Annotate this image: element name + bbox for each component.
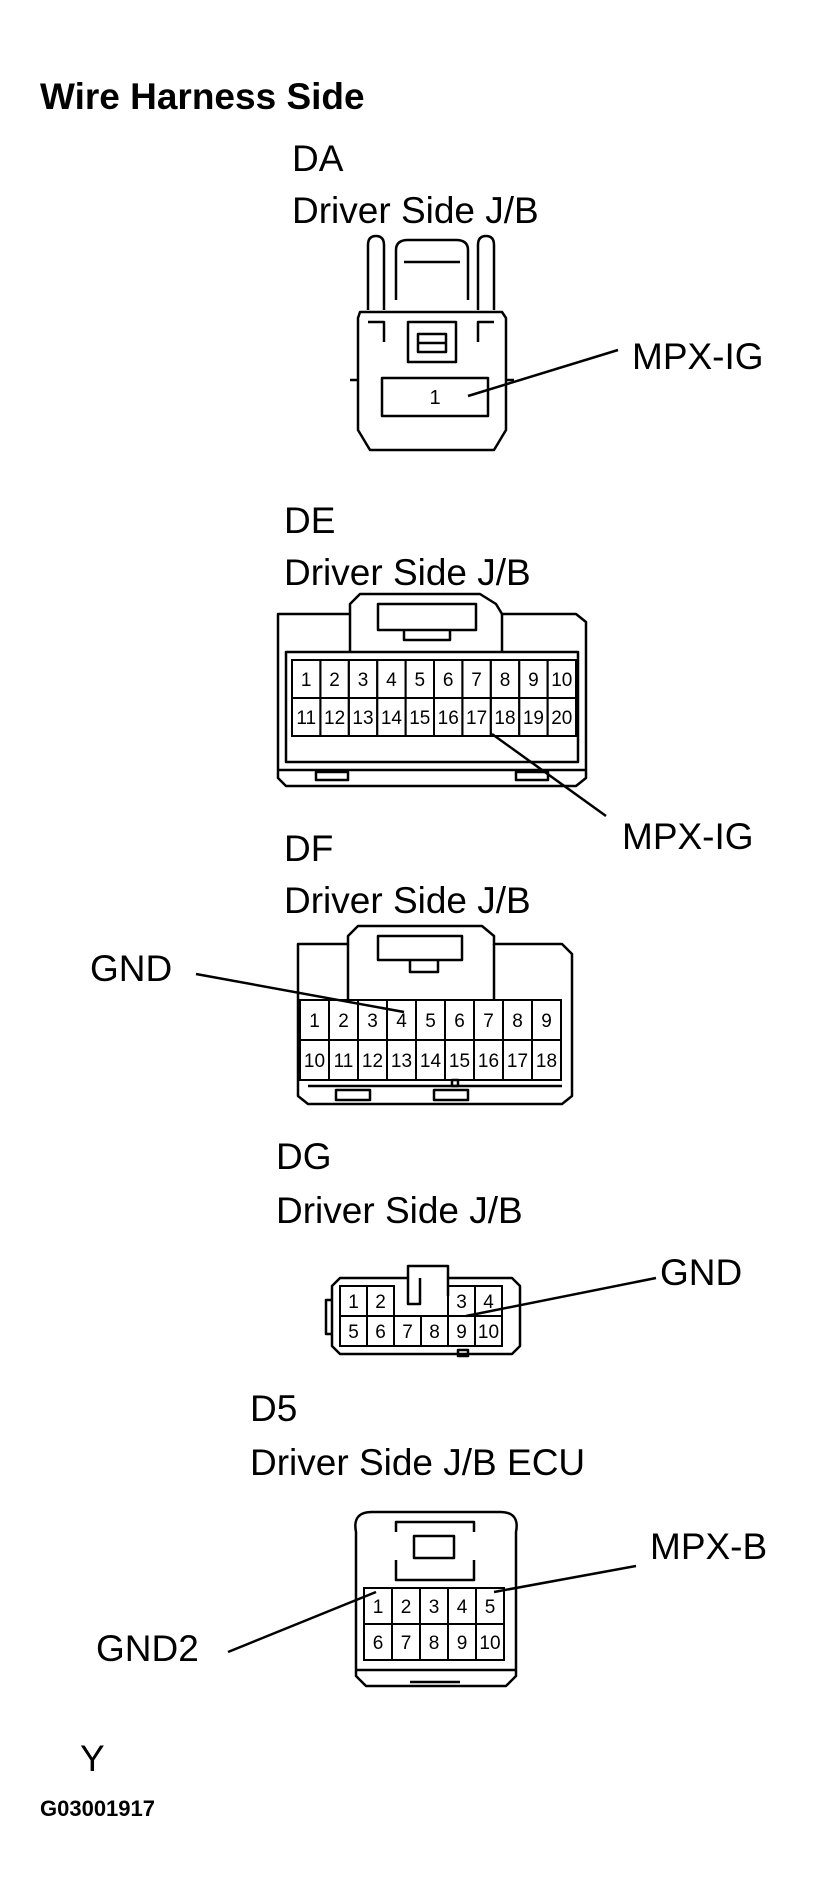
pin-label-dg-10: 10 (478, 1322, 499, 1343)
connector-code-d5: D5 (250, 1388, 298, 1429)
pin-label-df-3: 3 (367, 1011, 378, 1032)
pin-label-df-15: 15 (449, 1051, 470, 1072)
connector-name-de: Driver Side J/B (284, 552, 531, 593)
page-title: Wire Harness Side (40, 76, 365, 117)
pin-label-de-1: 1 (301, 670, 312, 691)
pin-label-de-3: 3 (358, 670, 369, 691)
pin-label-de-19: 19 (523, 708, 544, 729)
pin-label-dg-6: 6 (375, 1322, 386, 1343)
signal-label-gnd2-d5: GND2 (96, 1628, 199, 1669)
pin-label-de-4: 4 (386, 670, 397, 691)
pin-label-de-17: 17 (466, 708, 487, 729)
pin-label-df-6: 6 (454, 1011, 465, 1032)
pin-label-de-14: 14 (381, 708, 403, 729)
pin-label-dg-4: 4 (483, 1292, 494, 1313)
pin-label-dg-1: 1 (348, 1292, 359, 1313)
pin-label-de-11: 11 (296, 708, 316, 729)
pin-label-de-8: 8 (500, 670, 511, 691)
signal-label-mpx-ig-de: MPX-IG (622, 816, 754, 857)
pin-label-df-9: 9 (541, 1011, 552, 1032)
signal-label-gnd-df: GND (90, 948, 173, 989)
pin-label-df-18: 18 (536, 1051, 557, 1072)
signal-label-mpx-ig-da: MPX-IG (632, 336, 764, 377)
connector-code-dg: DG (276, 1136, 332, 1177)
pin-cell-df-18 (531, 1039, 562, 1081)
pin-label-d5-8: 8 (429, 1633, 440, 1654)
pin-label-df-11: 11 (334, 1051, 354, 1072)
pin-label-de-7: 7 (471, 670, 482, 691)
pin-cell-dg-10 (474, 1315, 503, 1347)
pin-label-df-16: 16 (478, 1051, 499, 1072)
pin-label-df-13: 13 (391, 1051, 412, 1072)
signal-label-gnd-dg: GND (660, 1252, 743, 1293)
pin-label-dg-7: 7 (402, 1322, 413, 1343)
connector-code-de: DE (284, 500, 336, 541)
pin-label-df-14: 14 (420, 1051, 442, 1072)
connector-name-da: Driver Side J/B (292, 190, 539, 231)
pin-label-df-12: 12 (362, 1051, 383, 1072)
signal-label-mpx-b-d5: MPX-B (650, 1526, 768, 1567)
figure-id: G03001917 (40, 1796, 155, 1821)
pin-label-df-17: 17 (507, 1051, 528, 1072)
pin-label-de-20: 20 (551, 708, 572, 729)
pin-cell-d5-10 (475, 1623, 505, 1661)
pin-label-dg-8: 8 (429, 1322, 440, 1343)
pin-label-d5-1: 1 (373, 1597, 384, 1618)
pin-label-d5-6: 6 (373, 1633, 384, 1654)
connector-df-body (195, 924, 574, 1106)
pin-label-de-12: 12 (324, 708, 345, 729)
pin-label-df-4: 4 (396, 1011, 407, 1032)
pin-label-de-9: 9 (528, 670, 539, 691)
pin-label-de-2: 2 (329, 670, 340, 691)
pin-label-de-5: 5 (415, 670, 426, 691)
pin-label-d5-4: 4 (457, 1597, 468, 1618)
pin-cell-de-20 (546, 697, 577, 737)
pin-label-da-1: 1 (429, 387, 440, 409)
pin-label-df-2: 2 (338, 1011, 349, 1032)
pin-label-de-18: 18 (494, 708, 515, 729)
pin-label-d5-7: 7 (401, 1633, 412, 1654)
pin-label-dg-9: 9 (456, 1322, 467, 1343)
connector-de-body (276, 592, 607, 818)
connector-d5-body (227, 1510, 637, 1688)
pin-label-df-1: 1 (309, 1011, 320, 1032)
connector-code-df: DF (284, 828, 334, 869)
connector-name-d5: Driver Side J/B ECU (250, 1442, 586, 1483)
pin-label-d5-2: 2 (401, 1597, 412, 1618)
connector-name-dg: Driver Side J/B (276, 1190, 523, 1231)
pin-label-de-16: 16 (438, 708, 459, 729)
pin-label-d5-3: 3 (429, 1597, 440, 1618)
pin-label-dg-5: 5 (348, 1322, 359, 1343)
pin-label-d5-9: 9 (457, 1633, 468, 1654)
connector-name-df: Driver Side J/B (284, 880, 531, 921)
pin-label-dg-3: 3 (456, 1292, 467, 1313)
pin-label-df-10: 10 (304, 1051, 325, 1072)
legend-mark: Y (80, 1738, 105, 1779)
pin-label-df-7: 7 (483, 1011, 494, 1032)
pin-label-df-5: 5 (425, 1011, 436, 1032)
pin-label-de-13: 13 (352, 708, 373, 729)
pin-label-de-6: 6 (443, 670, 454, 691)
pin-label-d5-5: 5 (485, 1597, 496, 1618)
pin-label-de-10: 10 (551, 670, 572, 691)
connector-code-da: DA (292, 138, 344, 179)
connector-da-body (350, 234, 619, 452)
pin-label-dg-2: 2 (375, 1292, 386, 1313)
pin-label-de-15: 15 (409, 708, 430, 729)
pin-label-d5-10: 10 (479, 1633, 500, 1654)
pin-label-df-8: 8 (512, 1011, 523, 1032)
